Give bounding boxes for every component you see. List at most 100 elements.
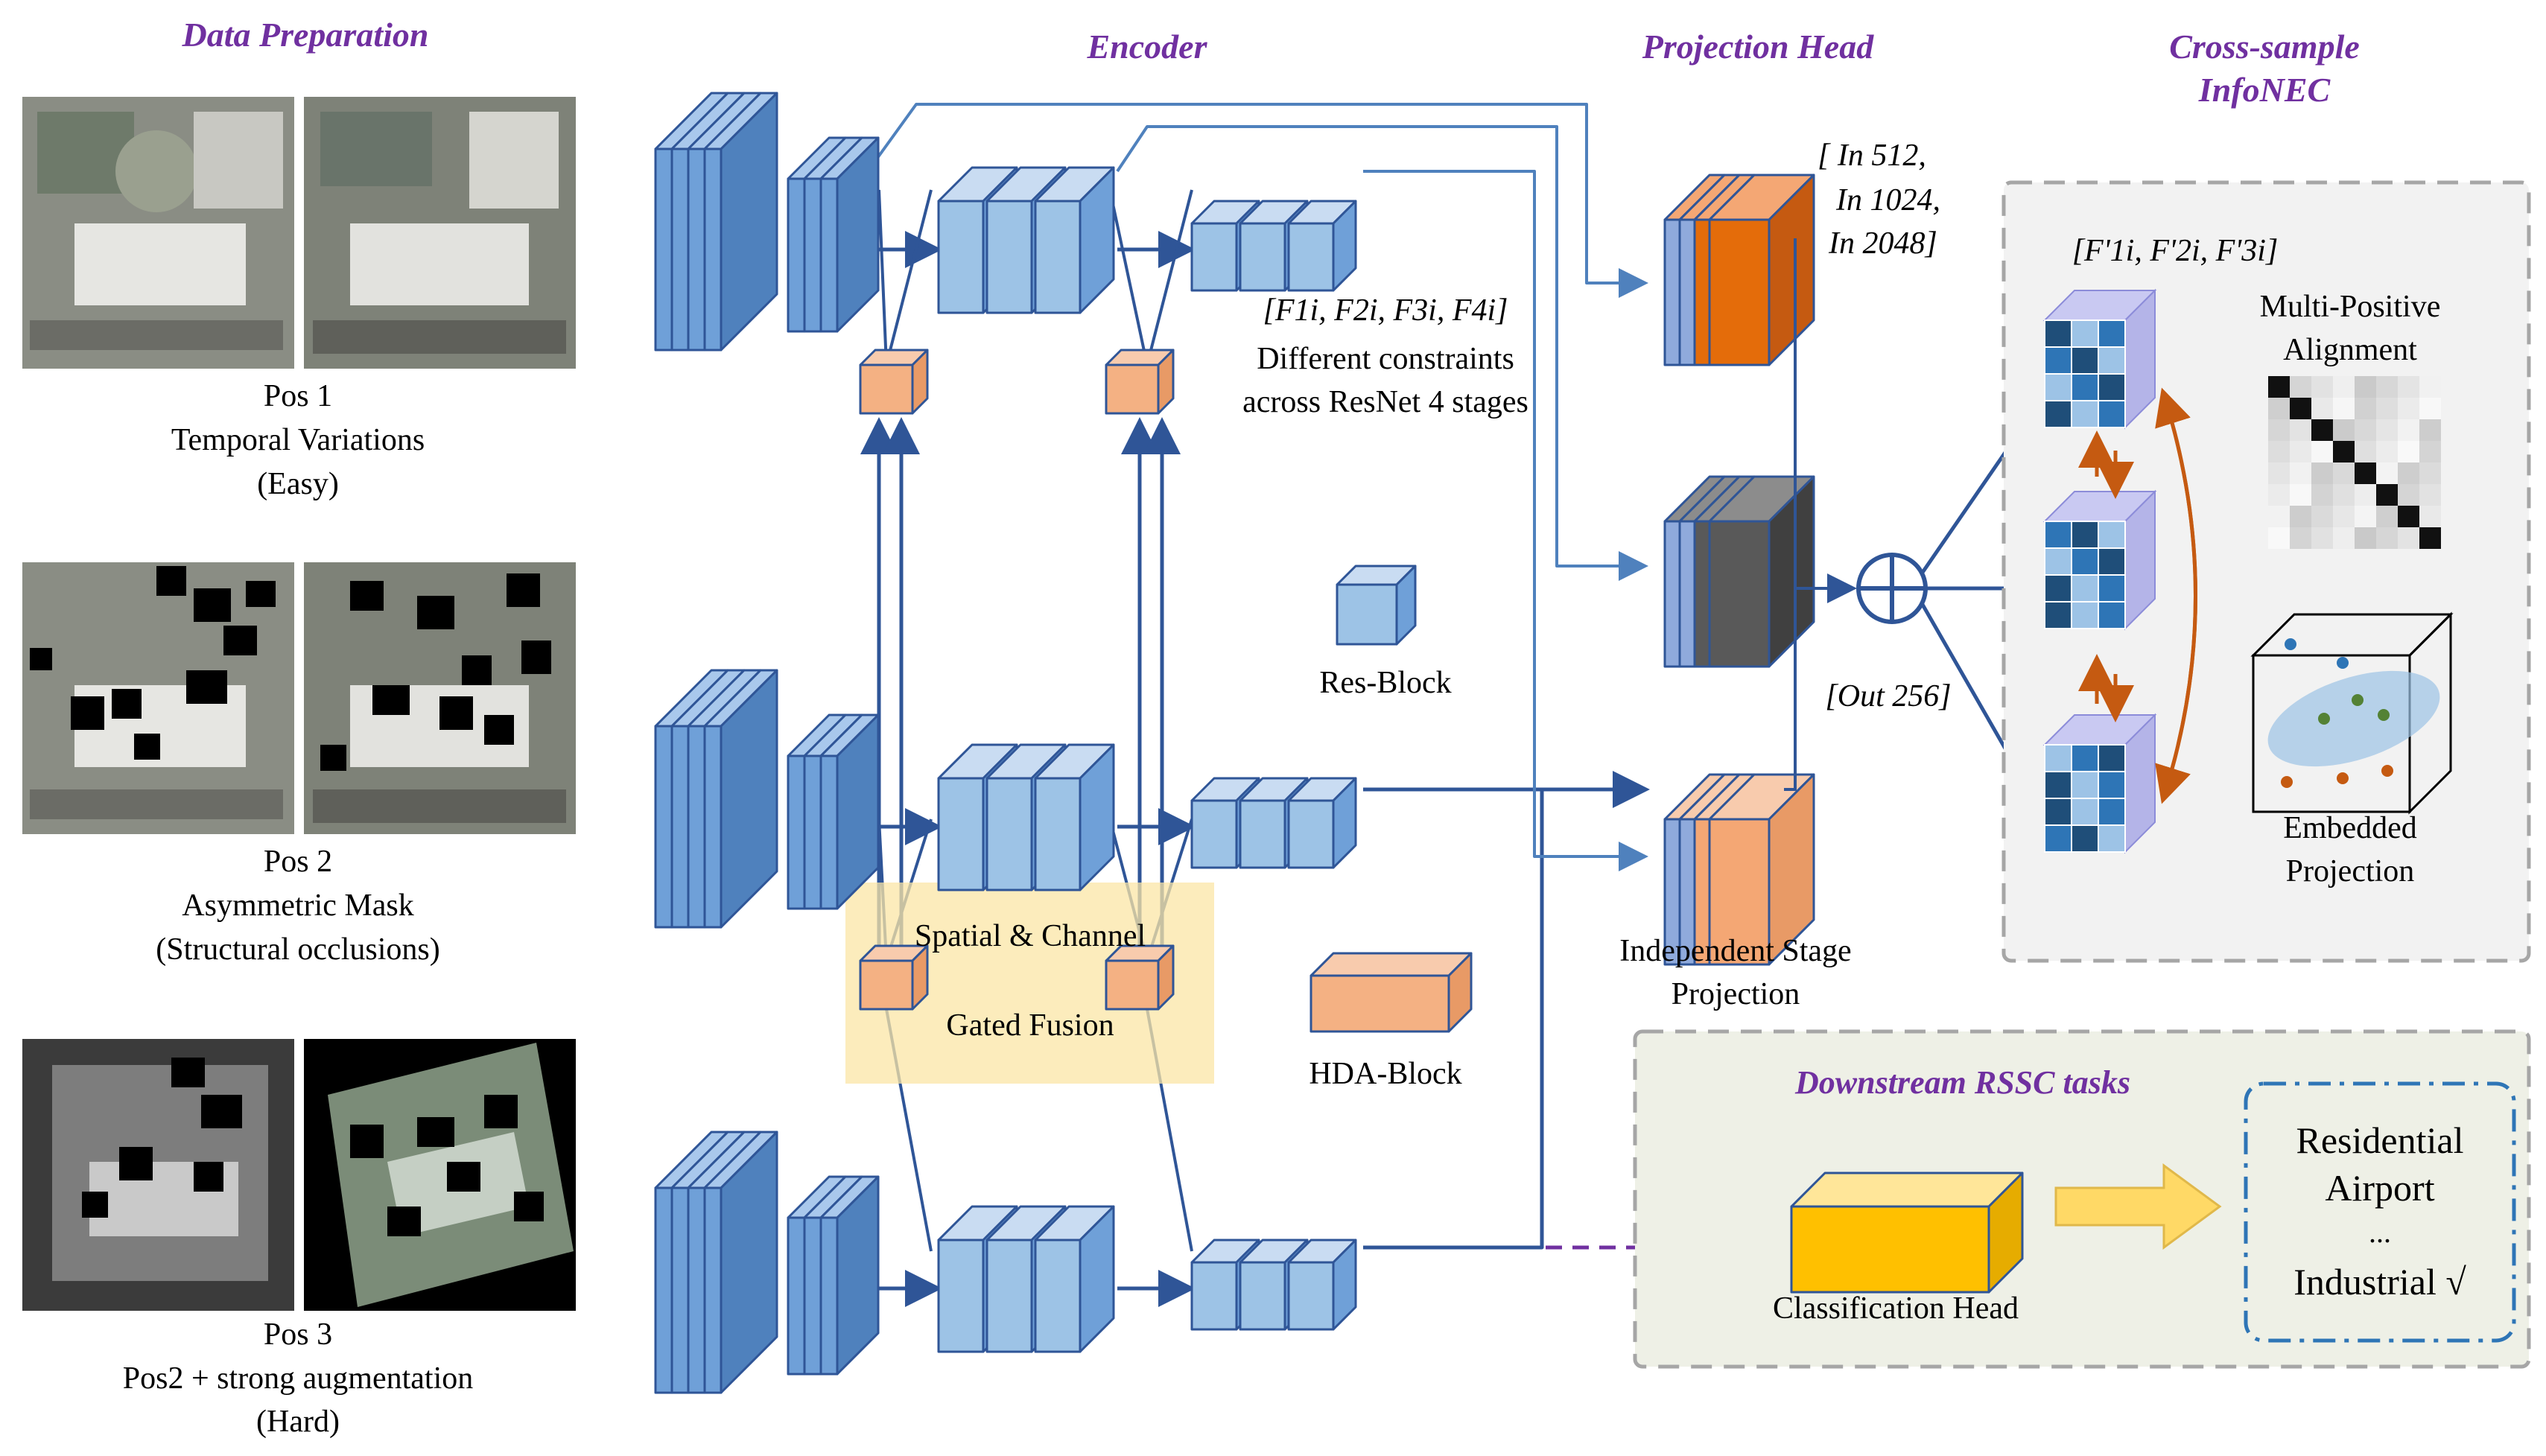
feature-grid-cubes (2042, 288, 2197, 854)
matrix-cell (2419, 527, 2441, 549)
embedding-point (2352, 694, 2364, 706)
matrix-cell (2376, 484, 2398, 506)
matrix-cell (2398, 419, 2419, 441)
embedding-point (2378, 709, 2390, 721)
pos1-level: (Easy) (257, 467, 339, 501)
hda-block-legend (1309, 952, 1473, 1033)
stem-plate-middle (703, 669, 778, 929)
matrix-cell (2333, 441, 2355, 462)
matrix-cell (2419, 462, 2441, 484)
hda-block-label: HDA-Block (1309, 1057, 1461, 1091)
res-block-label: Res-Block (1319, 666, 1451, 700)
feature-grid-cube (2042, 713, 2157, 854)
fusion-block-right (1105, 944, 1175, 1011)
matrix-cell (2333, 419, 2355, 441)
stem-plate-top (703, 92, 778, 352)
matrix-cell (2376, 527, 2398, 549)
feature-grid-cube (2042, 489, 2157, 631)
pos1-image-pair (22, 97, 576, 369)
matrix-cell (2268, 441, 2290, 462)
matrix-cell (2268, 506, 2290, 527)
matrix-cell (2268, 462, 2290, 484)
matrix-cell (2355, 506, 2376, 527)
fusion-label-top: Spatial & Channel (915, 919, 1146, 953)
cross-sample-title: Cross-sample (2169, 28, 2360, 66)
matrix-cell (2268, 376, 2290, 398)
matrix-cell (2419, 398, 2441, 419)
matrix-cell (2311, 419, 2333, 441)
stage3-block-middle (1287, 777, 1357, 869)
matrix-cell (2355, 441, 2376, 462)
matrix-cell (2311, 484, 2333, 506)
infonce-features-label: [F'1i, F'2i, F'3i] (2072, 234, 2279, 268)
embedded-line2: Projection (2286, 854, 2415, 888)
embedding-point (2285, 638, 2296, 650)
matrix-cell (2311, 376, 2333, 398)
matrix-cell (2398, 376, 2419, 398)
matrix-cell (2268, 484, 2290, 506)
stage2-block-top (1034, 166, 1115, 314)
matrix-cell (2419, 441, 2441, 462)
classification-head-box (1790, 1172, 2024, 1294)
matrix-cell (2268, 527, 2290, 549)
stage2-block-bottom (1034, 1205, 1115, 1353)
stage2-block-middle (1034, 743, 1115, 891)
class-industrial: Industrial √ (2293, 1261, 2466, 1303)
matrix-cell (2333, 462, 2355, 484)
stem2-plate-middle (819, 713, 880, 910)
matrix-cell (2333, 398, 2355, 419)
embedding-point (2281, 776, 2293, 788)
matrix-cell (2376, 376, 2398, 398)
matrix-cell (2355, 419, 2376, 441)
res-block-legend (1336, 565, 1417, 646)
matrix-cell (2290, 419, 2311, 441)
proj-caption-line2: Projection (1672, 977, 1800, 1011)
hda-block-top-left (859, 349, 929, 415)
embedding-point (2318, 713, 2330, 725)
matrix-cell (2419, 484, 2441, 506)
downstream-title: Downstream RSSC tasks (1794, 1064, 2130, 1101)
matrix-cell (2419, 419, 2441, 441)
matrix-cell (2376, 506, 2398, 527)
matrix-cell (2290, 462, 2311, 484)
alignment-line1: Multi-Positive (2260, 290, 2441, 324)
class-airport: Airport (2325, 1167, 2434, 1209)
stage3-block-top (1287, 200, 1357, 292)
similarity-matrix (2268, 376, 2441, 549)
matrix-cell (2290, 506, 2311, 527)
pos2-level: (Structural occlusions) (156, 932, 439, 967)
matrix-cell (2333, 527, 2355, 549)
matrix-cell (2333, 506, 2355, 527)
proj-in-line1: [ In 512, (1818, 139, 1926, 173)
class-ellipsis: ... (2369, 1215, 2391, 1249)
matrix-cell (2376, 462, 2398, 484)
matrix-cell (2398, 462, 2419, 484)
matrix-cell (2268, 398, 2290, 419)
projection-head-title: Projection Head (1642, 28, 1874, 66)
proj-block-2048-main (1708, 773, 1815, 966)
feature-grid-cube (2042, 288, 2157, 430)
constraint-line2: across ResNet 4 stages (1242, 385, 1528, 419)
proj-block-512-main (1708, 174, 1815, 366)
embedded-line1: Embedded (2283, 811, 2417, 845)
matrix-cell (2290, 398, 2311, 419)
stage3-block-bottom (1287, 1239, 1357, 1331)
encoder-title: Encoder (1087, 28, 1208, 66)
proj-in-line3: In 2048] (1828, 226, 1937, 261)
matrix-cell (2376, 398, 2398, 419)
matrix-cell (2398, 441, 2419, 462)
matrix-cell (2311, 462, 2333, 484)
matrix-cell (2376, 419, 2398, 441)
result-arrow (2054, 1163, 2222, 1250)
matrix-cell (2355, 376, 2376, 398)
matrix-cell (2311, 506, 2333, 527)
classification-head-block (1790, 1172, 2024, 1294)
constraint-line1: Different constraints (1257, 342, 1514, 376)
matrix-cell (2290, 441, 2311, 462)
proj-in-line2: In 1024, (1835, 183, 1940, 217)
class-residential: Residential (2296, 1119, 2464, 1161)
pos1-title: Pos 1 (264, 379, 332, 413)
alignment-line2: Alignment (2283, 333, 2417, 367)
matrix-cell (2398, 398, 2419, 419)
